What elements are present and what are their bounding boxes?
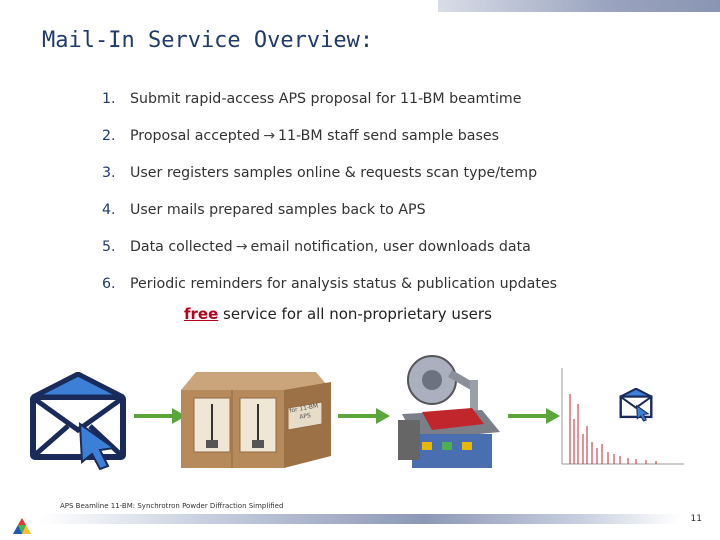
step-number: 4. (102, 201, 116, 218)
flow-arrow-icon (508, 408, 560, 424)
step-text: Submit rapid-access APS proposal for 11-… (130, 90, 522, 107)
arrow-right-icon: → (235, 238, 248, 255)
tagline: free service for all non-proprietary use… (184, 305, 492, 323)
step-number: 5. (102, 238, 116, 255)
flow-arrow-icon (338, 408, 390, 424)
step-text: User registers samples online & requests… (130, 164, 538, 181)
step-text: User mails prepared samples back to APS (130, 201, 426, 218)
step-text: Data collected (130, 238, 233, 255)
flow-arrow-icon (134, 408, 186, 424)
list-item: 5. Data collected → email notification, … (102, 228, 662, 265)
page-title: Mail-In Service Overview: (42, 28, 374, 53)
list-item: 2. Proposal accepted → 11-BM staff send … (102, 117, 662, 154)
step-number: 1. (102, 90, 116, 107)
tagline-emphasis: free (184, 305, 219, 323)
step-number: 2. (102, 127, 116, 144)
sample-box-image (181, 372, 331, 468)
step-text: Periodic reminders for analysis status &… (130, 275, 558, 292)
steps-list: 1. Submit rapid-access APS proposal for … (102, 80, 662, 302)
mail-envelope-icon (619, 388, 653, 422)
step-text: 11-BM staff send sample bases (277, 127, 499, 144)
aps-logo-icon (13, 518, 31, 534)
tagline-text: service for all non-proprietary users (218, 305, 492, 323)
footer-decoration-band (40, 514, 680, 524)
step-text: Proposal accepted (130, 127, 261, 144)
list-item: 4. User mails prepared samples back to A… (102, 191, 662, 228)
list-item: 1. Submit rapid-access APS proposal for … (102, 80, 662, 117)
arrow-right-icon: → (263, 127, 275, 144)
step-text: email notification, user downloads data (250, 238, 531, 255)
diffraction-plot-image (561, 368, 684, 465)
diffractometer-robot-image (398, 355, 500, 468)
footer-caption: APS Beamline 11-BM: Synchrotron Powder D… (60, 502, 284, 510)
header-decoration-band (438, 0, 720, 12)
list-item: 3. User registers samples online & reque… (102, 154, 662, 191)
list-item: 6. Periodic reminders for analysis statu… (102, 265, 662, 302)
step-number: 3. (102, 164, 116, 181)
page-number: 11 (690, 514, 702, 524)
step-number: 6. (102, 275, 116, 292)
mail-envelope-icon (30, 372, 126, 471)
